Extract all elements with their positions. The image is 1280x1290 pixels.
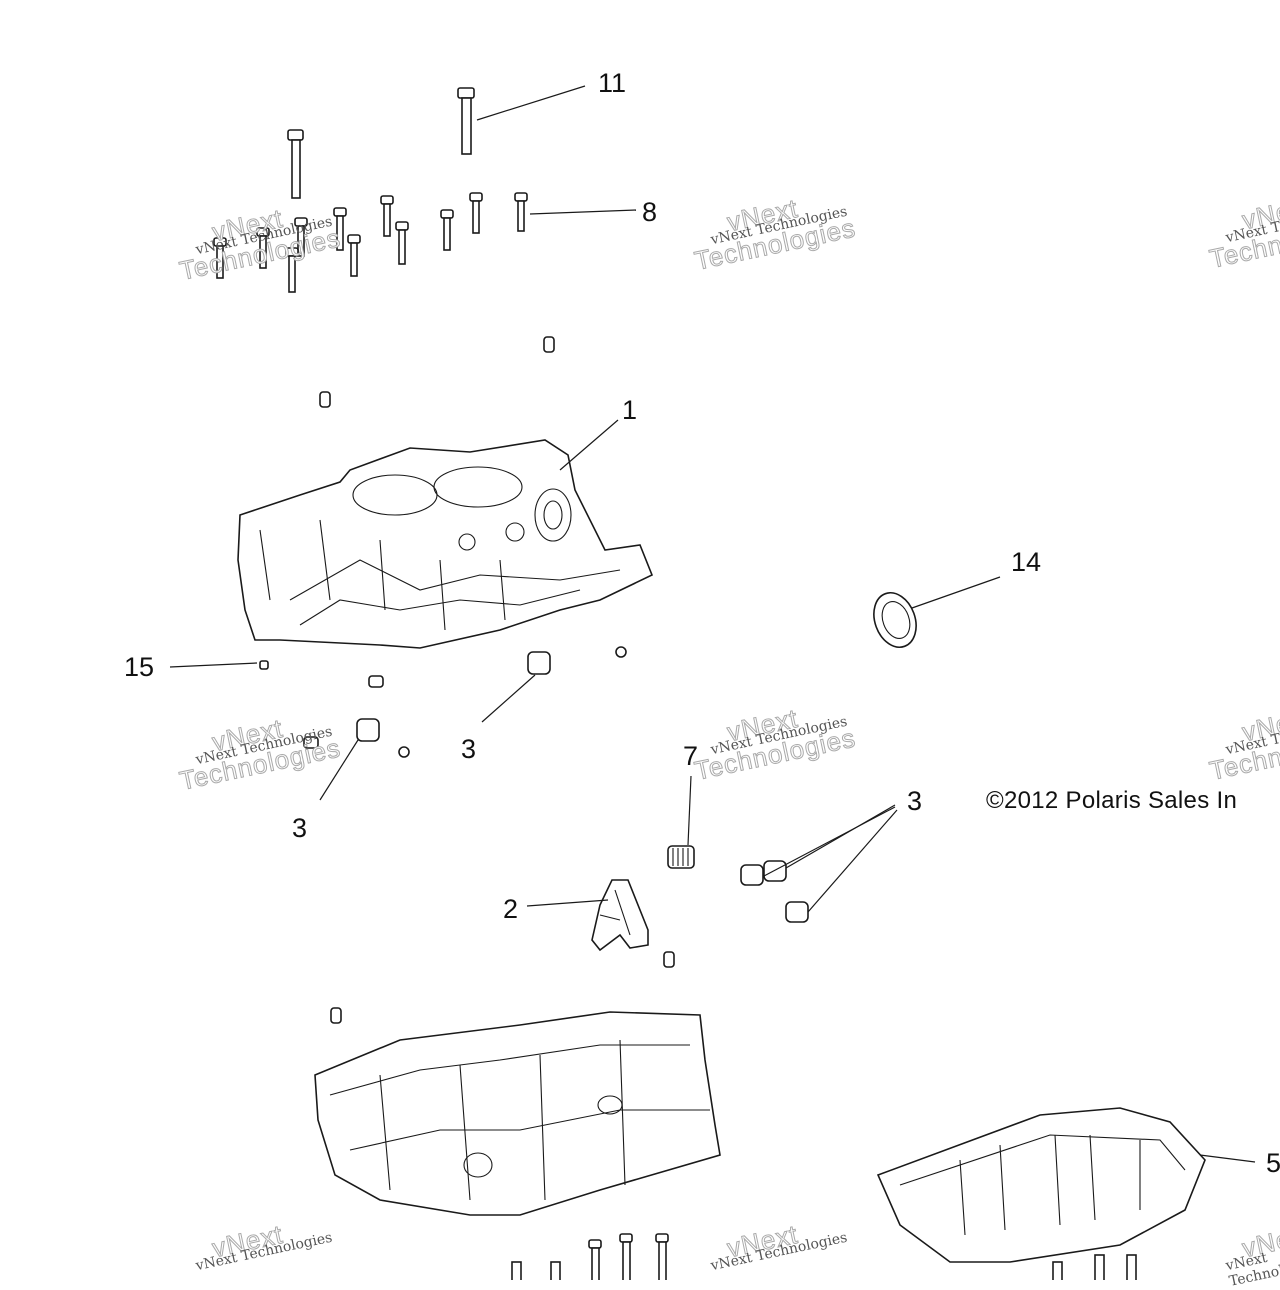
- bushings-3: [356, 651, 809, 923]
- lower-crankcase: [314, 1011, 721, 1216]
- callout-5: 5: [1266, 1148, 1280, 1178]
- needle-bearing-7: [667, 845, 695, 869]
- callout-2: 2: [503, 894, 519, 924]
- oil-seal-14: [873, 592, 917, 648]
- dowel-pins: [259, 336, 675, 1024]
- bolt-11: [457, 87, 475, 155]
- callout-8: 8: [642, 197, 658, 227]
- callout-11: 11: [598, 68, 627, 98]
- oil-pan-5: [876, 1107, 1206, 1263]
- callout-3-b: 3: [292, 813, 308, 843]
- bracket-2: [591, 879, 649, 952]
- callout-3-c: 3: [907, 786, 923, 816]
- callout-1: 1: [622, 395, 638, 425]
- bolt-group-8: [213, 192, 528, 293]
- copyright-notice: ©2012 Polaris Sales In: [986, 787, 1238, 814]
- callout-15: 15: [124, 652, 155, 682]
- lower-bolts: [511, 1233, 1137, 1280]
- bolt-long-left: [287, 129, 304, 199]
- callout-7: 7: [683, 741, 699, 771]
- upper-crankcase-1: [237, 439, 654, 649]
- callout-14: 14: [1011, 547, 1042, 577]
- callout-3-a: 3: [461, 734, 477, 764]
- leader-lines: [169, 85, 1256, 1163]
